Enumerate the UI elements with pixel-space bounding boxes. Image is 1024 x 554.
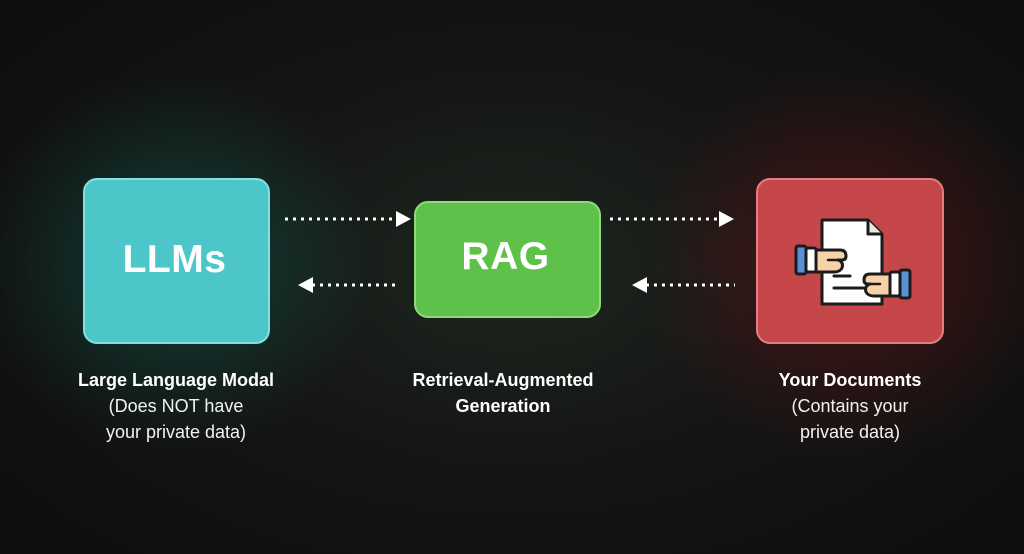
rag-label: RAG <box>461 234 550 278</box>
llms-caption-title: Large Language Modal <box>77 370 275 390</box>
llms-node: LLMs <box>83 178 270 344</box>
rag-caption: Retrieval-Augmented Generation <box>353 367 653 419</box>
documents-caption-line-1: (Contains your <box>791 396 909 416</box>
documents-node <box>756 178 944 344</box>
rag-caption-title-2: Generation <box>455 396 551 416</box>
rag-caption-title-1: Retrieval-Augmented <box>412 370 594 390</box>
llms-caption-line-2: your private data) <box>105 422 247 442</box>
llms-label: LLMs <box>122 238 227 281</box>
arrow-llms-to-rag <box>285 211 411 227</box>
rag-node: RAG <box>414 201 601 318</box>
documents-caption: Your Documents (Contains your private da… <box>700 367 1000 445</box>
arrow-documents-to-rag <box>632 277 735 293</box>
llms-caption: Large Language Modal (Does NOT have your… <box>26 367 326 445</box>
document-handoff-icon <box>794 218 912 306</box>
documents-caption-line-2: private data) <box>799 422 901 442</box>
arrow-rag-to-llms <box>298 277 400 293</box>
arrow-rag-to-documents <box>610 211 734 227</box>
documents-caption-title: Your Documents <box>778 370 922 390</box>
llms-caption-line-1: (Does NOT have <box>108 396 244 416</box>
